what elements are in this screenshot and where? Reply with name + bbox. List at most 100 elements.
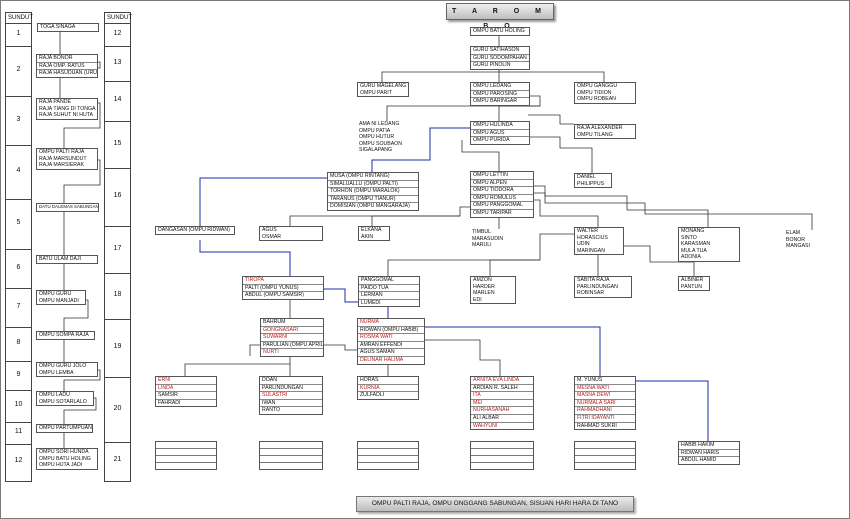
node-line: RAJA MARSUNDUT (39, 155, 87, 162)
node-line: SINTO (681, 234, 697, 241)
node-line: RAJA OMP. RATUS (37, 63, 97, 71)
node-line: GURU PINOLIN (473, 62, 511, 69)
diagram-title: T A R O M B O (446, 3, 554, 30)
node-line: AGUS SAMAN (358, 349, 424, 357)
connector (634, 380, 709, 441)
node-line: OMPU GURU (39, 291, 72, 297)
node-line: TOGA SINAGA (40, 24, 76, 30)
sundut-row-divider (105, 46, 130, 47)
node-line: GURU MAGELANG (360, 83, 407, 89)
sundut-right-number: 16 (113, 192, 122, 199)
node-line: ABDUL HAMID (681, 457, 717, 464)
node-line: OMPU BARINGAR (473, 98, 518, 105)
sundut-row-divider (6, 199, 31, 200)
node-line: SIMALUALLU (OMPU PALTI) (328, 181, 418, 189)
sundut-row-divider (6, 23, 31, 24)
connector (489, 259, 540, 276)
empty-table-2 (259, 441, 323, 470)
node-line: SULASTRI (260, 392, 322, 400)
connector (532, 185, 709, 227)
node-line: OMPU ROBEAN (577, 96, 616, 103)
node-line: NURMALA SARI (575, 400, 635, 408)
node-line: AMA NI LEDANG (359, 121, 400, 127)
node-line: RAJA HASUDUAN (URUK) (39, 70, 97, 77)
node-line: OMPU ALPEN (471, 180, 533, 188)
node-dangasan: DANGASAN (OMPU RIDWAN) (155, 226, 235, 235)
node-line: SIGALAPANG (359, 147, 393, 154)
sundut-row-divider (6, 145, 31, 146)
node-line: UDIN (577, 241, 590, 248)
node-line: ZULFADLI (360, 392, 385, 399)
connector (59, 61, 101, 98)
connector (532, 199, 599, 227)
node-line: ARDIAN R. SALEH (471, 385, 533, 393)
sundut-row-divider (105, 319, 130, 320)
footer-caption: OMPU PALTI RAJA, OMPU ONGGANG SABUNGAN, … (356, 496, 634, 512)
node-line: OMPU HUTA JADI (39, 462, 83, 469)
empty-table-1 (155, 441, 217, 470)
node-line: AKIN (361, 233, 374, 240)
sundut-row-divider (6, 46, 31, 47)
node-line: OSMAR (262, 233, 282, 240)
sundut-right-number: 15 (113, 139, 122, 147)
connector (63, 102, 101, 148)
connector (528, 114, 574, 125)
node-line: TIMBUL (472, 229, 492, 235)
node-line: OMPU PAROSING (471, 91, 529, 99)
node-line: OMPU LADU (39, 392, 70, 398)
node-line: RAJA ALEXANDER (577, 125, 623, 131)
connector (371, 127, 470, 172)
node-line: ROSMA WATI (358, 334, 424, 342)
node-ompu-batu-holing: OMPU BATU HOLING (470, 27, 530, 36)
node-line: FITRI IDAYANTI (575, 415, 635, 423)
sundut-row-divider (6, 444, 31, 445)
node-line: KURNIA (358, 385, 418, 393)
node-line: ALBINER (681, 277, 704, 283)
node-line: RAJA PANDE (39, 99, 71, 105)
node-line: SUWARNI (261, 334, 323, 342)
node-line: EDI (473, 296, 482, 303)
sundut-right-number: 17 (113, 244, 122, 252)
connector (371, 215, 460, 226)
sundut-row-divider (105, 121, 130, 122)
node-line: DELINAR HALIMA (360, 356, 404, 363)
sundut-row-divider (6, 327, 31, 328)
sundut-left-number: 11 (14, 428, 23, 435)
node-line: MESNA WATI (575, 385, 635, 393)
connector (63, 159, 101, 203)
node-line: OMPU PARTUMPUAN (39, 425, 92, 431)
node-line: NURTI (263, 349, 279, 356)
node-line: OMPU BATU HOLING (39, 455, 91, 462)
node-line: HABIB HAKIM (679, 442, 739, 450)
connector (184, 363, 290, 376)
sundut-row-divider (105, 23, 130, 24)
node-batu-ulam: BATU ULAM DAJI (36, 255, 98, 264)
node-line: M. YUNUS (575, 377, 635, 385)
node-musa: MUSA (OMPU RINTANG)SIMALUALLU (OMPU PALT… (327, 172, 419, 211)
node-line: GURU SATIHASON (471, 47, 529, 55)
node-line: LINDA (156, 385, 216, 393)
node-line: GURU SODOMPAHAN (471, 55, 529, 63)
node-line: BAHRUM (261, 319, 323, 327)
node-line: PANTUN (681, 283, 702, 290)
node-datu-dalemas: DATU DALEMAS SABUNGAN (36, 203, 99, 212)
node-line: HORASCIUS (577, 234, 608, 241)
